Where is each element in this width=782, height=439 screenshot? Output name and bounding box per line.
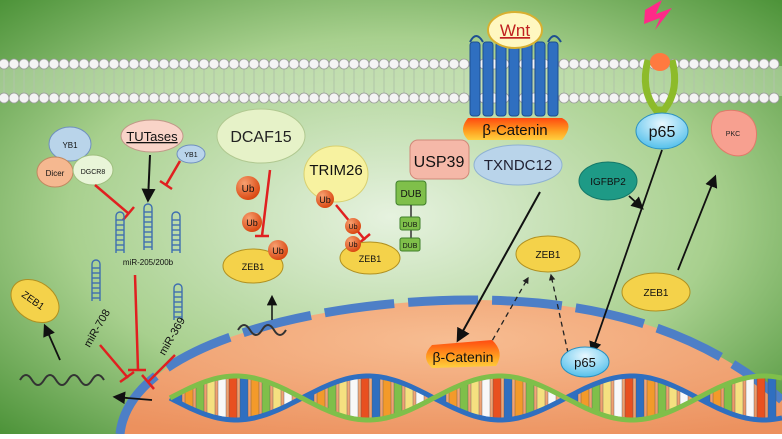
beta-catenin-nucleus-label: β-Catenin (433, 349, 494, 365)
zeb1-cytoplasm-label: ZEB1 (535, 250, 560, 261)
ub-small-1-label: Ub (349, 224, 358, 231)
trim26-label: TRIM26 (309, 162, 362, 179)
dcaf15-complex: DCAF15 Ub Ub ZEB1 Ub (216, 108, 306, 284)
zeb1-dcaf15-label: ZEB1 (242, 262, 265, 272)
dub-small-1-label: DUB (403, 222, 418, 229)
wnt-label: Wnt (500, 21, 531, 40)
zeb1-right-label: ZEB1 (643, 288, 668, 299)
trim26-usp39-complex: TRIM26 Ub ZEB1 Ub Ub USP39 DUB DUB DUB (303, 139, 470, 275)
ub-2-label: Ub (246, 218, 258, 228)
ub-trim26-label: Ub (319, 195, 331, 205)
usp39-label: USP39 (414, 154, 465, 171)
wnt-receptor: Wnt β-Catenin TXNDC12 (463, 11, 569, 186)
p65-membrane-label: p65 (649, 124, 676, 141)
yb1-a-label: YB1 (62, 141, 78, 150)
tutases-label: TUTases (126, 129, 178, 144)
pathway-arrows (43, 149, 718, 405)
yb1-b-label: YB1 (184, 152, 197, 159)
zeb1-cytoplasm: ZEB1 ZEB1 ZEB1 (10, 235, 691, 324)
zeb1-usp39-label: ZEB1 (359, 254, 382, 264)
beta-catenin-membrane (463, 118, 569, 140)
pkc-label: PKC (726, 131, 740, 138)
dcaf15-label: DCAF15 (230, 129, 291, 146)
beta-catenin-membrane-label: β-Catenin (482, 122, 547, 139)
dicer-label: Dicer (46, 169, 65, 178)
dub-small-2-label: DUB (403, 243, 418, 250)
lightning-icon (644, 0, 672, 30)
mir205-label: miR-205/200b (123, 258, 174, 267)
zeb1-mrna-left (19, 374, 105, 386)
integrin-p65: p65 PKC IGFBP2 (578, 0, 757, 201)
ub-small-2-label: Ub (349, 242, 358, 249)
nuclear-factors: β-Catenin p65 (426, 340, 610, 378)
txndc12-label: TXNDC12 (484, 157, 552, 174)
cell-membrane (0, 58, 782, 104)
ub-3-label: Ub (272, 246, 284, 256)
dub-big-label: DUB (400, 189, 421, 200)
dna-helix (168, 373, 782, 423)
zeb1-mrna-center (237, 324, 287, 336)
dgcr8-label: DGCR8 (81, 169, 106, 176)
p65-nucleus-label: p65 (574, 355, 596, 370)
igfbp2-label: IGFBP2 (590, 177, 626, 188)
ub-1-label: Ub (242, 184, 255, 195)
